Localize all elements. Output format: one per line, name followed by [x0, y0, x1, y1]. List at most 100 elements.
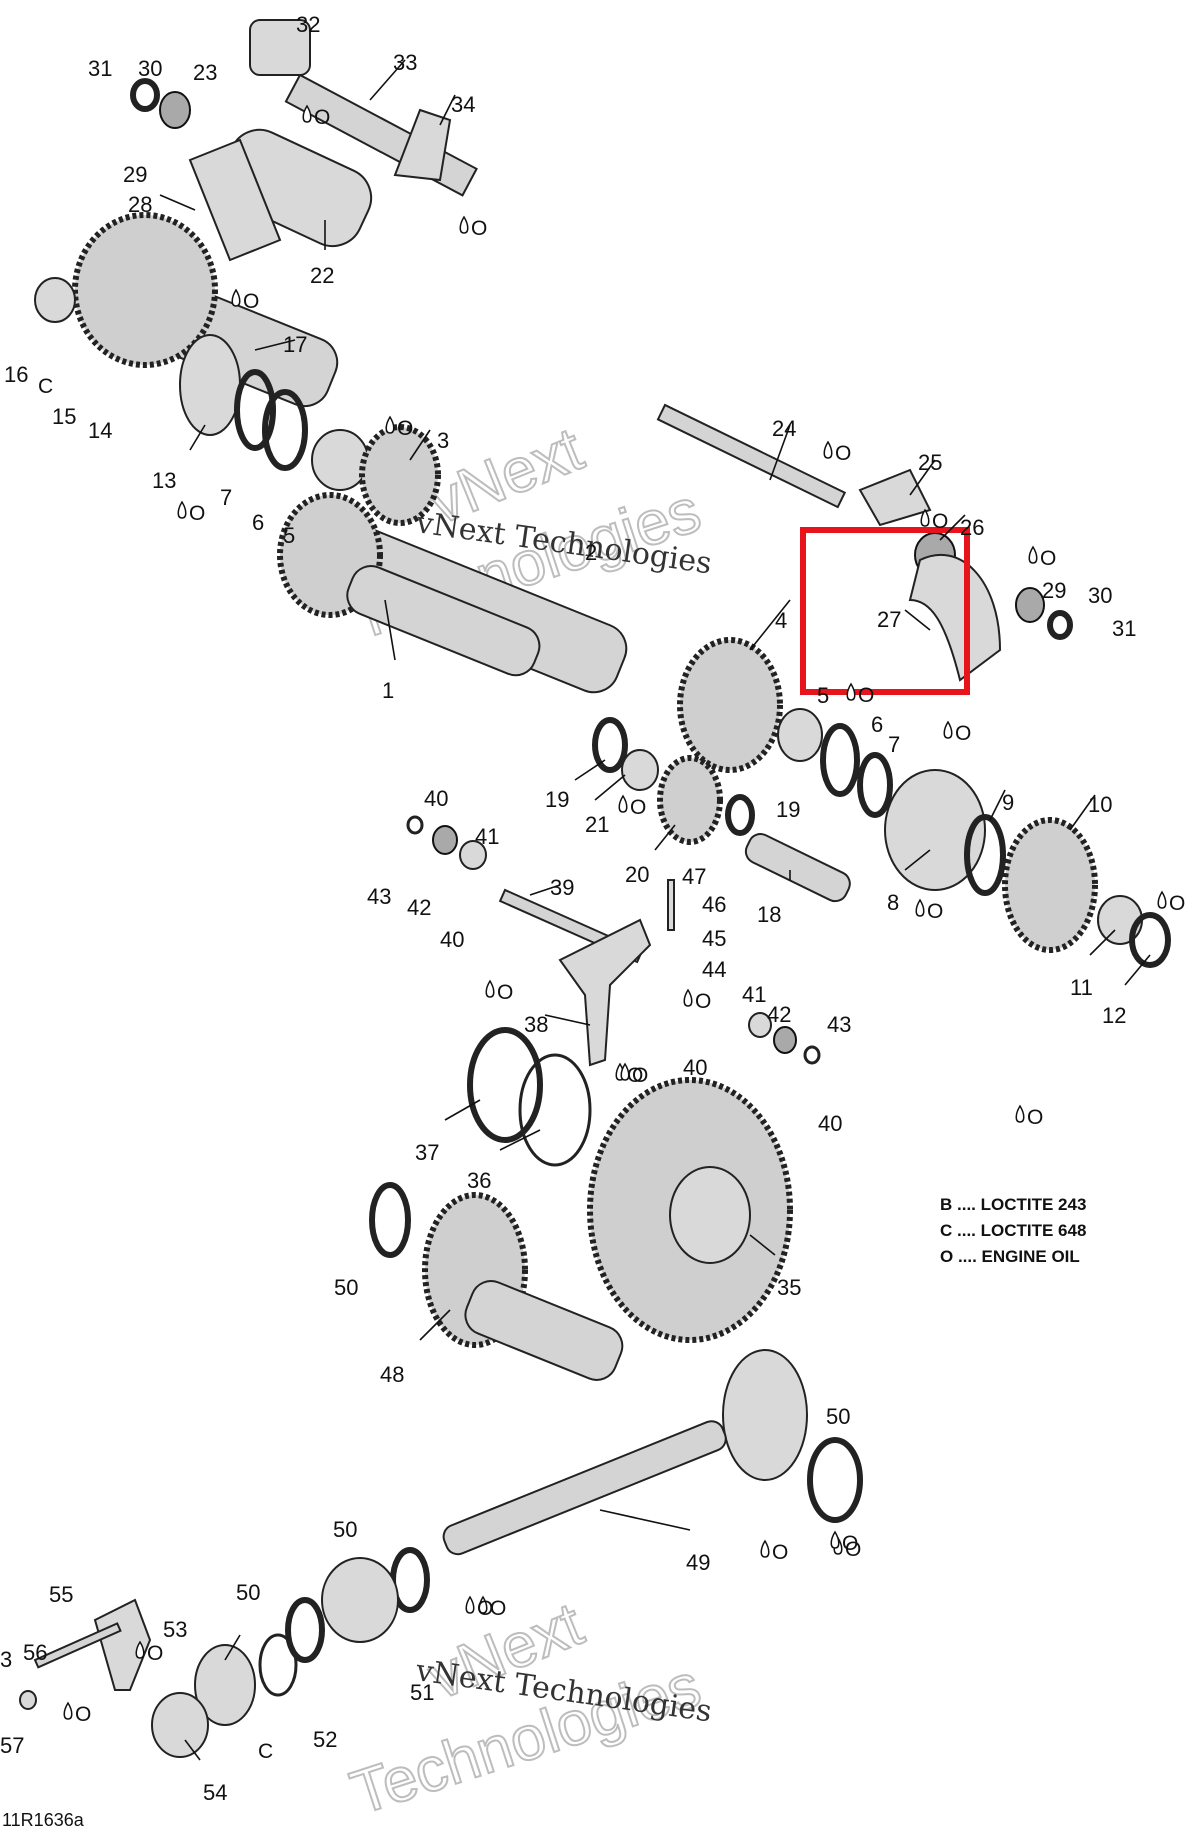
callout-label-42: 42	[407, 895, 431, 920]
callout-label-1: 1	[382, 678, 394, 703]
rod-24	[656, 403, 847, 509]
oil-drop-icon	[478, 1595, 488, 1614]
callout-label-7: 7	[888, 732, 900, 757]
engine-oil-marker: O	[471, 217, 487, 240]
oil-drop-icon	[231, 288, 241, 307]
engine-oil-marker: O	[477, 1597, 493, 1620]
fork-27	[908, 554, 1002, 682]
engine-oil-marker: O	[497, 981, 513, 1004]
engine-oil-marker: O	[627, 1064, 643, 1087]
bushing-5-right	[777, 708, 823, 762]
clip-40-left	[406, 815, 424, 835]
callout-label-53: 53	[163, 1617, 187, 1642]
shift-arm-34	[393, 108, 452, 182]
ring-52	[258, 1633, 298, 1697]
engine-oil-marker: O	[932, 510, 948, 533]
callout-label-40: 40	[818, 1111, 842, 1136]
callout-label-5: 5	[283, 523, 295, 548]
oil-drop-icon	[63, 1701, 73, 1720]
oil-drop-icon	[177, 500, 187, 519]
leader-37	[444, 1099, 481, 1121]
callout-label-19: 19	[776, 797, 800, 822]
diagram-code: 11R1636a	[2, 1810, 85, 1830]
leader-54	[184, 1739, 201, 1761]
gear-4	[677, 637, 783, 773]
callout-label-40: 40	[440, 927, 464, 952]
leader-49	[599, 1509, 691, 1531]
engine-oil-marker: O	[632, 1064, 648, 1087]
callout-label-39: 39	[550, 875, 574, 900]
callout-label-57: 57	[0, 1733, 24, 1758]
engine-oil-marker: O	[314, 106, 330, 129]
engine-oil-marker: O	[397, 417, 413, 440]
ring-6-right	[820, 723, 860, 797]
callout-label-46: 46	[702, 892, 726, 917]
callout-label-24: 24	[772, 416, 796, 441]
leader-11	[1089, 929, 1116, 956]
callout-label-27: 27	[877, 607, 901, 632]
callout-label-20: 20	[625, 862, 649, 887]
leader-4	[749, 599, 791, 651]
loctite-marker: C	[38, 375, 53, 398]
callout-label-28: 28	[128, 192, 152, 217]
leader-13	[189, 424, 206, 451]
leader-34	[439, 94, 456, 126]
leader-28	[159, 194, 196, 211]
callout-label-18: 18	[757, 902, 781, 927]
callout-label-50: 50	[334, 1275, 358, 1300]
callout-label-17: 17	[283, 332, 307, 357]
gear-3	[359, 424, 441, 526]
oil-drop-icon	[915, 898, 925, 917]
bearing-13	[179, 334, 241, 436]
callout-label-40: 40	[424, 786, 448, 811]
callout-label-26: 26	[960, 515, 984, 540]
callout-label-43: 43	[367, 884, 391, 909]
spring-29-right	[1015, 587, 1045, 623]
oil-drop-icon	[943, 720, 953, 739]
ball-41-right	[748, 1012, 772, 1038]
plug-57	[19, 1690, 37, 1710]
legend-line-o: O .... ENGINE OIL	[940, 1247, 1080, 1266]
ring-9	[964, 814, 1006, 896]
callout-label-32: 32	[296, 12, 320, 37]
spring-42-left	[432, 825, 458, 855]
oil-drop-icon	[618, 794, 628, 813]
engine-oil-marker: O	[1027, 1106, 1043, 1129]
callout-label-25: 25	[918, 450, 942, 475]
callout-label-23: 23	[193, 60, 217, 85]
gear-15	[72, 212, 218, 368]
callout-label-44: 44	[702, 957, 726, 982]
oil-drop-icon	[920, 508, 930, 527]
gear-54	[151, 1692, 209, 1758]
leader-20	[654, 824, 676, 851]
rod-56	[33, 1622, 122, 1669]
callout-label-2: 2	[585, 540, 597, 565]
engine-oil-marker: O	[1169, 892, 1185, 915]
leader-21	[594, 774, 626, 801]
loctite-labels: CC	[38, 375, 273, 1763]
callout-label-4: 4	[775, 608, 787, 633]
leader-27	[904, 609, 931, 631]
callout-label-49: 49	[686, 1550, 710, 1575]
leader-36	[499, 1129, 541, 1151]
bearing-53	[194, 1644, 256, 1726]
oil-drop-icon	[823, 440, 833, 459]
callout-label-36: 36	[467, 1168, 491, 1193]
callout-label-15: 15	[52, 404, 76, 429]
leader-17	[254, 339, 296, 351]
fork-25	[858, 468, 932, 527]
engine-oil-marker: O	[845, 1538, 861, 1561]
callout-label-56: 56	[23, 1640, 47, 1665]
callout-label-8: 8	[887, 890, 899, 915]
oil-drop-icon	[760, 1539, 770, 1558]
washer-30	[130, 78, 160, 112]
oil-drop-icon	[1157, 890, 1167, 909]
callout-label-7: 7	[220, 485, 232, 510]
engine-oil-marker: O	[147, 1642, 163, 1665]
highlight-box-27	[800, 527, 970, 695]
callout-label-54: 54	[203, 1780, 227, 1805]
legend-line-c: C .... LOCTITE 648	[940, 1221, 1086, 1240]
callout-label-47: 47	[682, 864, 706, 889]
